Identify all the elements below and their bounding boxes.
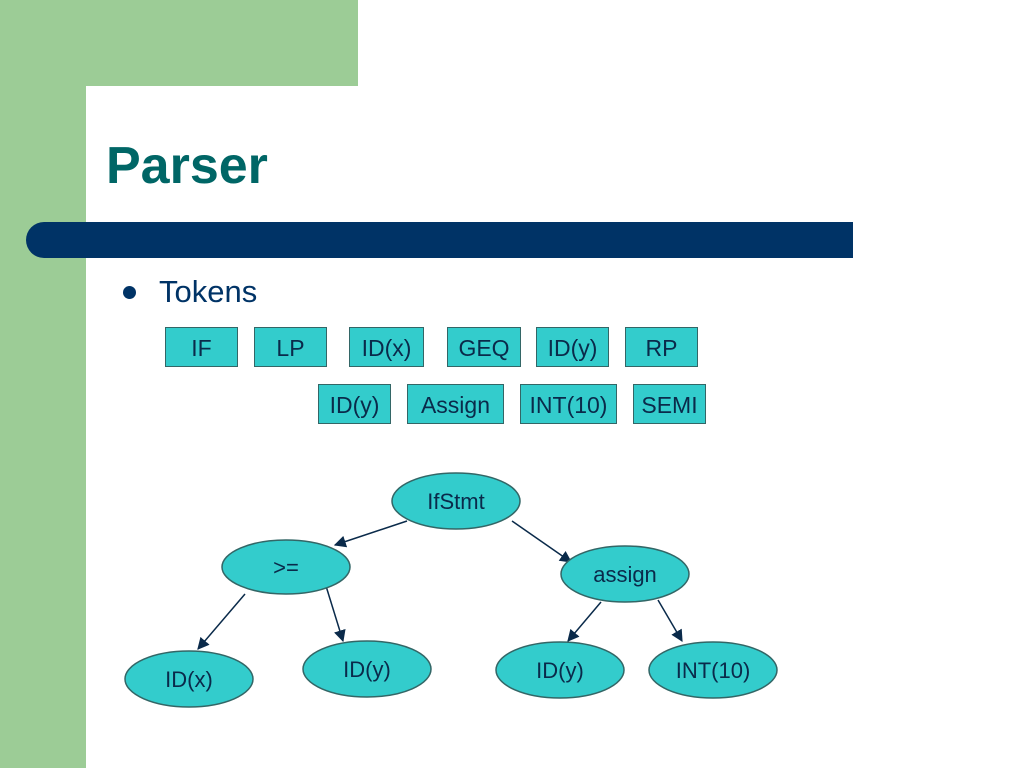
node-id-x: ID(x) bbox=[124, 650, 254, 708]
token-assign: Assign bbox=[407, 384, 504, 424]
slide-title: Parser bbox=[106, 137, 268, 195]
bullet-tokens: Tokens bbox=[159, 274, 258, 309]
node-assign-label: assign bbox=[593, 562, 657, 587]
node-id-y-left-label: ID(y) bbox=[343, 657, 391, 682]
node-assign: assign bbox=[560, 545, 690, 603]
edge-root-geq bbox=[333, 520, 408, 548]
node-id-x-label: ID(x) bbox=[165, 667, 213, 692]
token-lp: LP bbox=[254, 327, 327, 367]
token-if: IF bbox=[165, 327, 238, 367]
edge-assign-idy bbox=[567, 601, 602, 642]
edge-assign-int bbox=[657, 599, 683, 643]
node-geq: >= bbox=[221, 539, 351, 595]
bullet-dot-icon bbox=[123, 286, 136, 299]
node-geq-label: >= bbox=[273, 555, 299, 580]
node-id-y-right: ID(y) bbox=[495, 641, 625, 699]
token-geq: GEQ bbox=[447, 327, 521, 367]
token-id-y: ID(y) bbox=[536, 327, 609, 367]
node-int-10-label: INT(10) bbox=[676, 658, 751, 683]
node-id-y-left: ID(y) bbox=[302, 640, 432, 698]
token-rp: RP bbox=[625, 327, 698, 367]
node-ifstmt: IfStmt bbox=[391, 472, 521, 530]
token-int-10: INT(10) bbox=[520, 384, 617, 424]
edge-geq-idx bbox=[197, 593, 246, 650]
token-semi: SEMI bbox=[633, 384, 706, 424]
token-id-x: ID(x) bbox=[349, 327, 424, 367]
title-divider-bar bbox=[26, 222, 853, 258]
node-ifstmt-label: IfStmt bbox=[427, 489, 484, 514]
edge-root-assign bbox=[511, 520, 572, 563]
edge-geq-idy bbox=[325, 585, 346, 643]
node-id-y-right-label: ID(y) bbox=[536, 658, 584, 683]
node-int-10: INT(10) bbox=[648, 641, 778, 699]
token-id-y-2: ID(y) bbox=[318, 384, 391, 424]
green-side-strip bbox=[0, 0, 86, 768]
